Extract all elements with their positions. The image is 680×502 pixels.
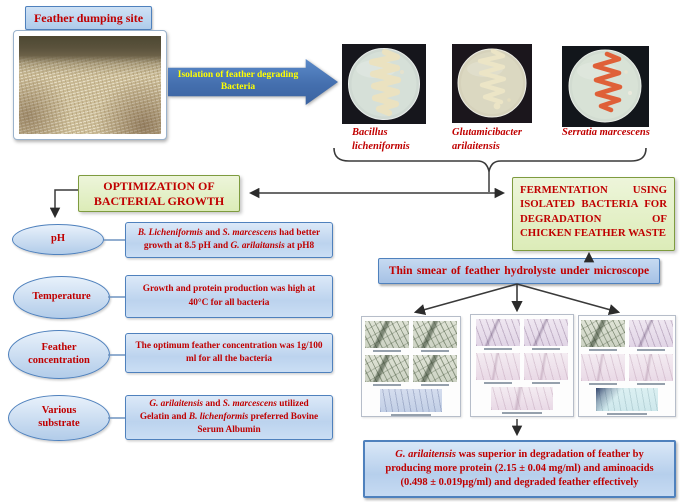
factor-label-feather-concentration: Feather concentration [28, 341, 90, 366]
micrograph-thumbnail [629, 354, 673, 381]
micrograph-thumbnail [365, 355, 409, 382]
micrograph-caption [588, 383, 618, 385]
micrograph-thumbnail [476, 353, 520, 380]
micrograph-thumbnail [581, 320, 625, 347]
factor-oval-ph: pH [12, 224, 104, 255]
micrograph-caption [531, 348, 561, 350]
micrograph-thumbnail [413, 355, 457, 382]
finding-box-ph: B. Licheniformis and S. marcescens had b… [125, 222, 333, 258]
petri-dish-bacillus-image [342, 44, 426, 124]
finding-text-various-substrate: G. arilaitensis and S. marcescens utiliz… [139, 398, 319, 436]
factor-label-various-substrate: Various substrate [38, 405, 80, 429]
arrow-smear-to-panel-1 [413, 283, 518, 316]
factor-oval-feather-concentration: Feather concentration [8, 330, 110, 379]
petri-dish-glutamicibacter-image [452, 44, 532, 123]
micrograph-caption [636, 383, 666, 385]
micrograph-caption [531, 382, 561, 384]
isolate-label-bacillus: Bacillus licheniformis [352, 127, 410, 152]
fermentation-title: FERMENTATION USING ISOLATED BACTERIA FOR… [520, 184, 667, 240]
factor-label-temperature: Temperature [32, 291, 91, 303]
petri-dish-bacillus [342, 44, 426, 124]
micrograph-caption [372, 384, 402, 386]
fermentation-box: FERMENTATION USING ISOLATED BACTERIA FOR… [512, 177, 675, 251]
micrograph-panel-glutamicibacter [470, 314, 574, 417]
micrograph-caption [501, 412, 543, 414]
isolation-arrow: Isolation of feather degrading Bacteria [168, 59, 338, 105]
micrograph-thumbnail [581, 354, 625, 381]
petri-dish-serratia [562, 46, 649, 127]
thin-smear-box: Thin smear of feather hydrolyste under m… [378, 258, 660, 284]
thin-smear-label: Thin smear of feather hydrolyste under m… [388, 265, 650, 277]
factor-oval-various-substrate: Various substrate [8, 395, 110, 441]
isolate-label-serratia: Serratia marcescens [562, 127, 650, 138]
factor-label-ph: pH [50, 233, 65, 245]
petri-dish-glutamicibacter [452, 44, 532, 123]
feather-dump-photo [13, 30, 167, 140]
conclusion-box: G. arilaitensis was superior in degradat… [363, 440, 676, 498]
factor-oval-temperature: Temperature [13, 276, 110, 319]
micrograph-thumbnail [491, 387, 553, 410]
micrograph-caption [390, 414, 432, 416]
micrograph-caption [483, 382, 513, 384]
micrograph-panel-serratia [578, 315, 676, 417]
optimization-title: OPTIMIZATION OF BACTERIAL GROWTH [93, 178, 225, 208]
micrograph-caption [483, 348, 513, 350]
micrograph-caption [606, 413, 648, 415]
micrograph-thumbnail [365, 321, 409, 348]
micrograph-caption [372, 350, 402, 352]
conclusion-text: G. arilaitensis was superior in degradat… [385, 448, 654, 489]
micrograph-caption [636, 349, 666, 351]
arrow-optimization-to-ph [49, 189, 78, 219]
micrograph-caption [420, 350, 450, 352]
feather-dumping-site-text: Feather dumping site [33, 10, 144, 25]
feather-dump-photo-image [19, 36, 161, 134]
micrograph-thumbnail [524, 319, 568, 346]
finding-box-various-substrate: G. arilaitensis and S. marcescens utiliz… [125, 395, 333, 440]
micrograph-thumbnail [524, 353, 568, 380]
arrow-smear-to-panel-3 [516, 283, 621, 316]
micrograph-thumbnail [596, 388, 658, 411]
micrograph-thumbnail [380, 389, 442, 412]
micrograph-caption [420, 384, 450, 386]
optimization-box: OPTIMIZATION OF BACTERIAL GROWTH [78, 175, 240, 212]
micrograph-panel-bacillus [361, 316, 461, 417]
finding-text-feather-concentration: The optimum feather concentration was 1g… [135, 340, 323, 364]
isolate-label-glutamicibacter: Glutamicibacter arilaitensis [452, 127, 522, 152]
micrograph-thumbnail [413, 321, 457, 348]
petri-dish-serratia-image [562, 46, 649, 127]
finding-text-ph: B. Licheniformis and S. marcescens had b… [137, 227, 321, 251]
isolation-arrow-label: Isolation of feather degrading Bacteria [177, 70, 299, 92]
finding-text-temperature: Growth and protein production was high a… [142, 284, 316, 308]
finding-box-temperature: Growth and protein production was high a… [125, 275, 333, 318]
micrograph-thumbnail [476, 319, 520, 346]
micrograph-thumbnail [629, 320, 673, 347]
micrograph-caption [588, 349, 618, 351]
finding-box-feather-concentration: The optimum feather concentration was 1g… [125, 333, 333, 373]
feather-dumping-site-label: Feather dumping site [25, 6, 152, 30]
